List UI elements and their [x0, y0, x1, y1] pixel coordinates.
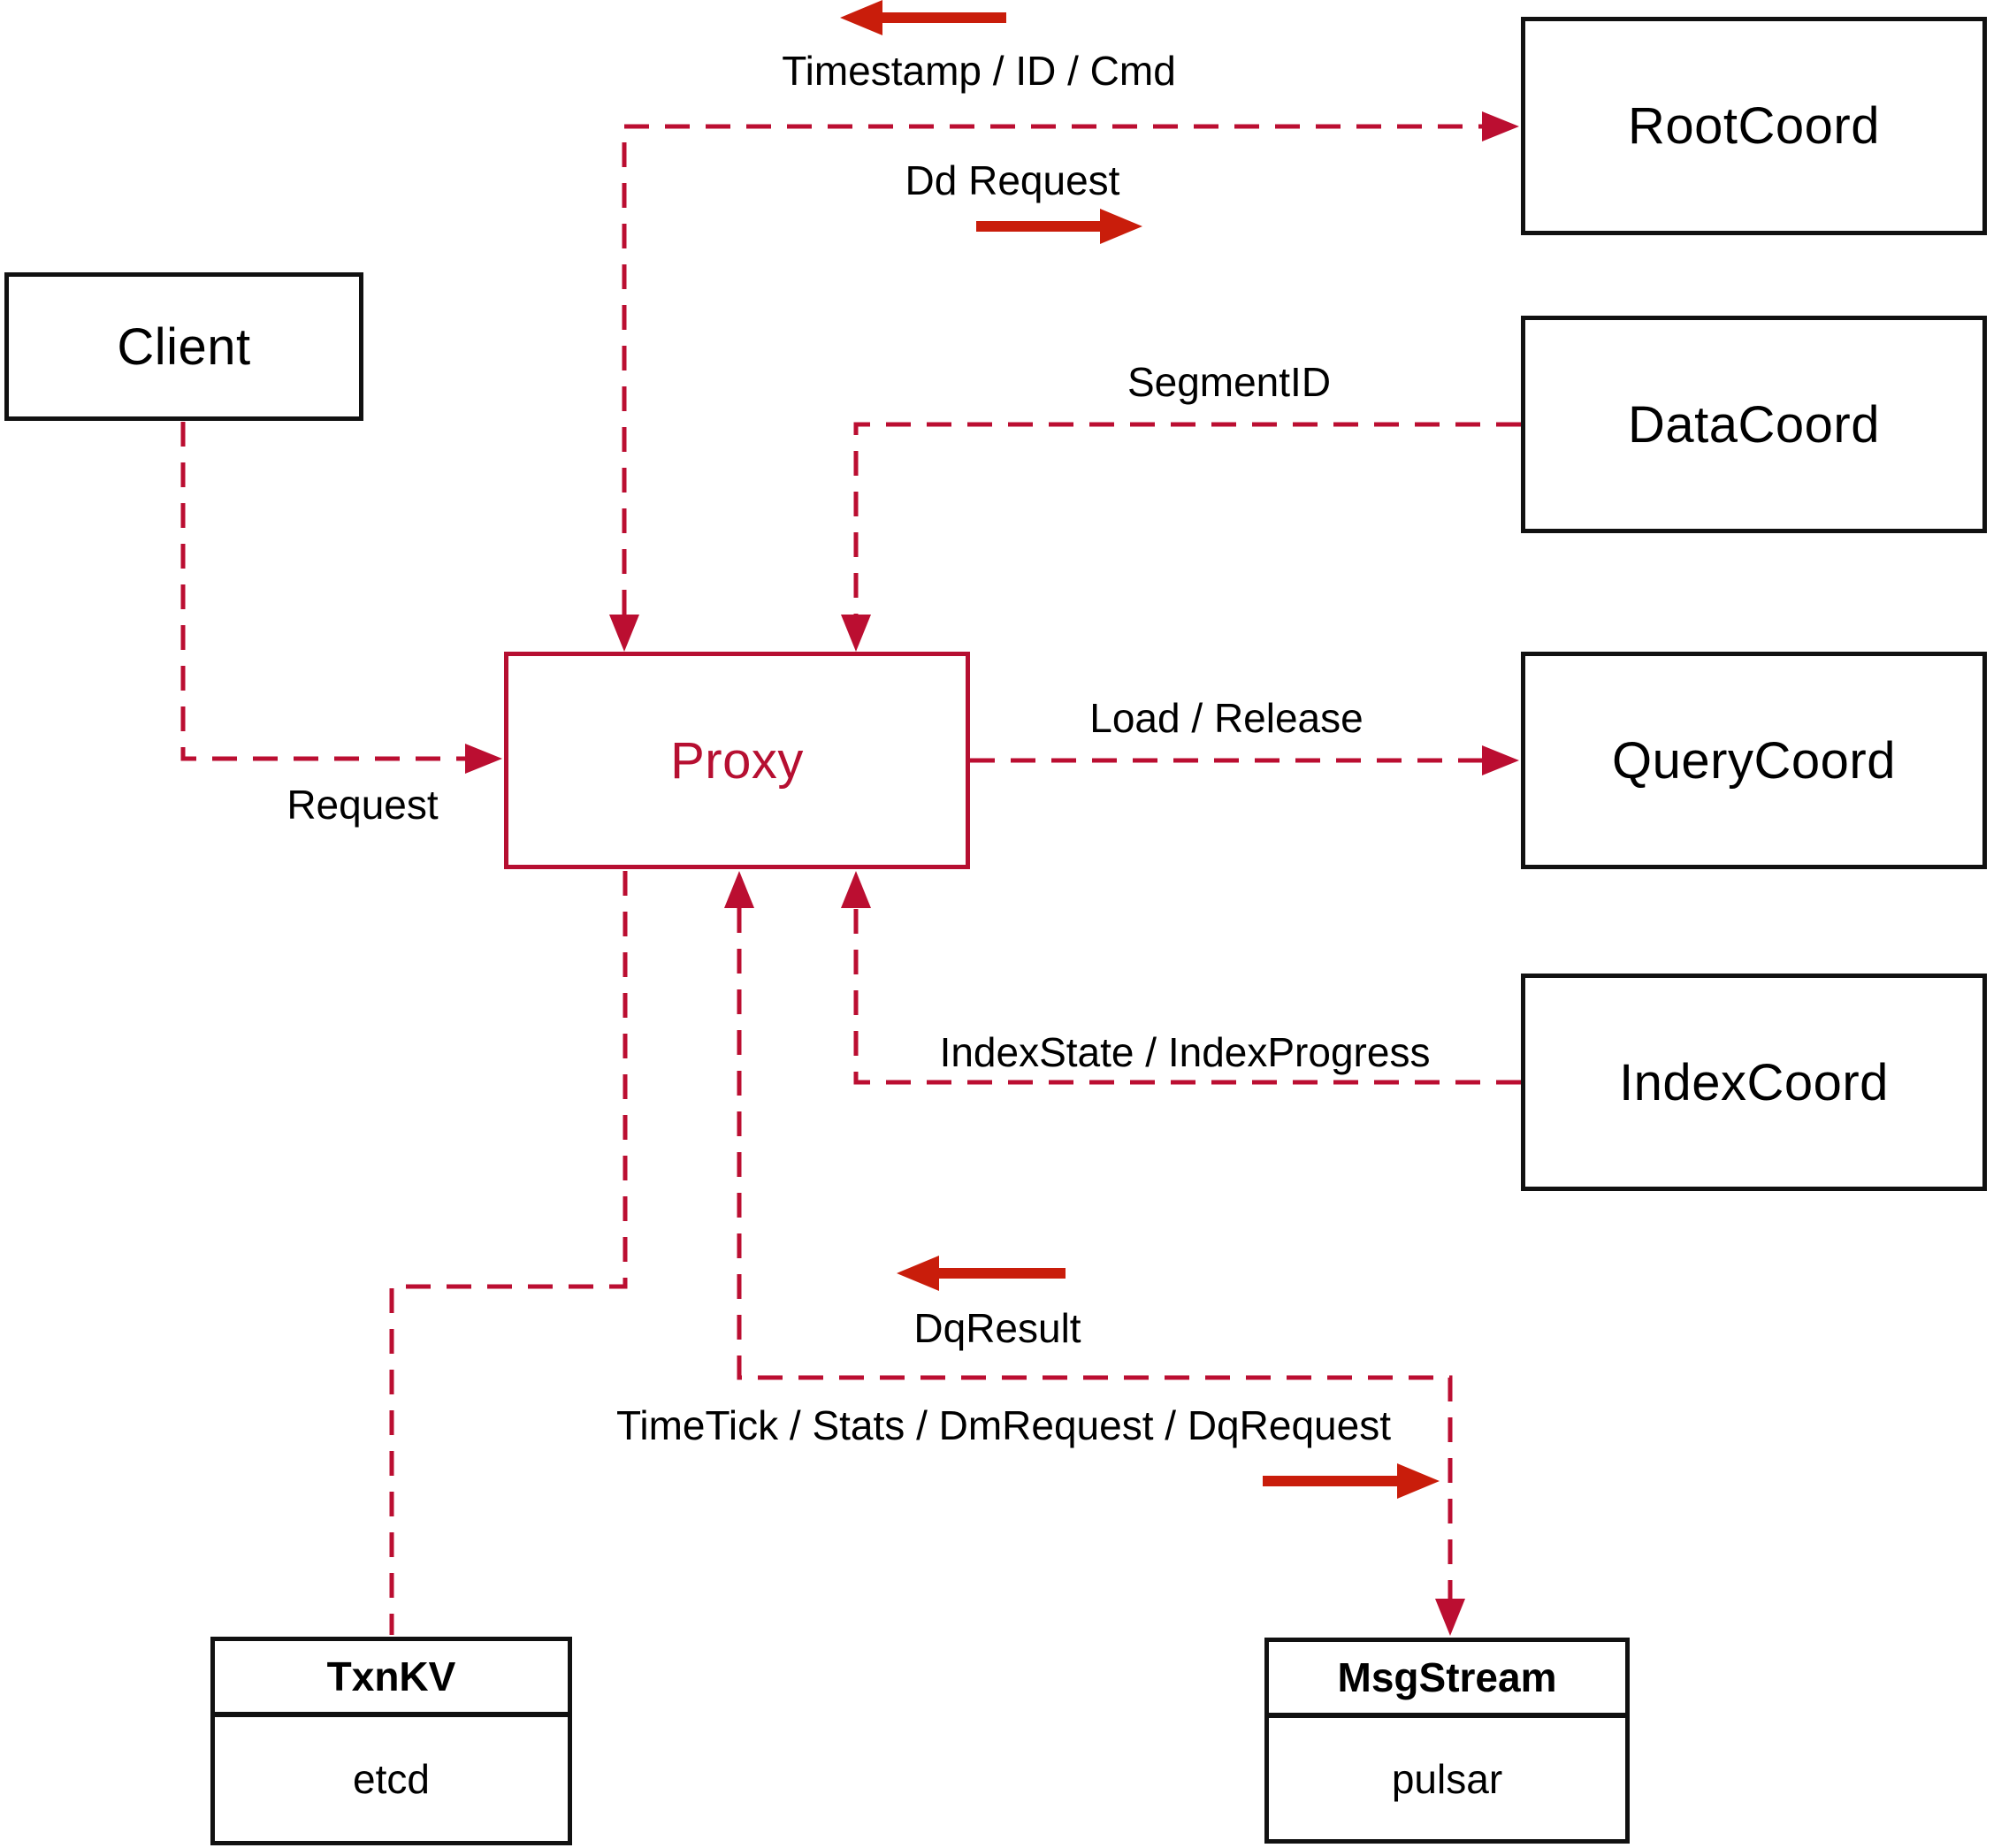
node-querycoord-label: QueryCoord: [1612, 731, 1896, 790]
node-msgstream: MsgStream pulsar: [1264, 1638, 1630, 1844]
arrowhead-into-proxy-left: [465, 744, 502, 774]
node-datacoord-label: DataCoord: [1628, 395, 1880, 454]
edge-label-timetick: TimeTick / Stats / DmRequest / DqRequest: [616, 1402, 1391, 1448]
arrowhead-into-proxy-top-left: [609, 615, 639, 652]
direction-arrow-left-timestamp: [840, 0, 1006, 35]
node-client: Client: [4, 272, 363, 421]
connector-client-proxy: [180, 422, 465, 761]
connector-proxy-txnkv: [389, 871, 628, 1635]
connector-datacoord-proxy: [853, 422, 1521, 615]
direction-arrow-left-dq-result: [897, 1256, 1066, 1291]
connector-indexcoord-proxy: [853, 908, 1521, 1085]
arrowhead-into-proxy-bottom-left: [724, 871, 754, 908]
connector-proxy-msgstream: [737, 908, 1453, 1599]
node-rootcoord-label: RootCoord: [1628, 97, 1880, 155]
edge-label-load-release: Load / Release: [1089, 695, 1364, 741]
node-proxy-label: Proxy: [670, 731, 804, 790]
node-querycoord: QueryCoord: [1521, 652, 1987, 869]
direction-arrow-right-dd-request: [976, 209, 1142, 244]
msgstream-title: MsgStream: [1337, 1654, 1557, 1700]
connector-proxy-rootcoord: [622, 124, 1482, 615]
node-client-label: Client: [117, 317, 251, 376]
node-datacoord: DataCoord: [1521, 316, 1987, 533]
arrowhead-into-rootcoord: [1482, 111, 1519, 141]
txnkv-value: etcd: [215, 1712, 568, 1841]
arrowhead-into-proxy-bottom-right: [841, 871, 871, 908]
node-txnkv: TxnKV etcd: [210, 1637, 572, 1845]
edge-label-request: Request: [286, 782, 439, 828]
msgstream-value: pulsar: [1269, 1713, 1625, 1839]
node-proxy: Proxy: [504, 652, 970, 869]
edge-label-timestamp-id-cmd: Timestamp / ID / Cmd: [782, 48, 1176, 94]
edge-label-dd-request: Dd Request: [905, 157, 1120, 203]
arrowhead-into-proxy-top-right: [841, 615, 871, 652]
node-rootcoord: RootCoord: [1521, 17, 1987, 235]
edge-label-segment-id: SegmentID: [1127, 359, 1332, 405]
edge-label-index-state: IndexState / IndexProgress: [939, 1029, 1431, 1075]
node-indexcoord: IndexCoord: [1521, 974, 1987, 1191]
arrowhead-into-querycoord: [1482, 745, 1519, 775]
arrowhead-into-msgstream: [1435, 1599, 1465, 1636]
direction-arrow-right-timetick: [1263, 1463, 1440, 1499]
txnkv-title: TxnKV: [326, 1653, 456, 1699]
edge-label-dq-result: DqResult: [913, 1305, 1081, 1351]
node-indexcoord-label: IndexCoord: [1619, 1053, 1889, 1111]
